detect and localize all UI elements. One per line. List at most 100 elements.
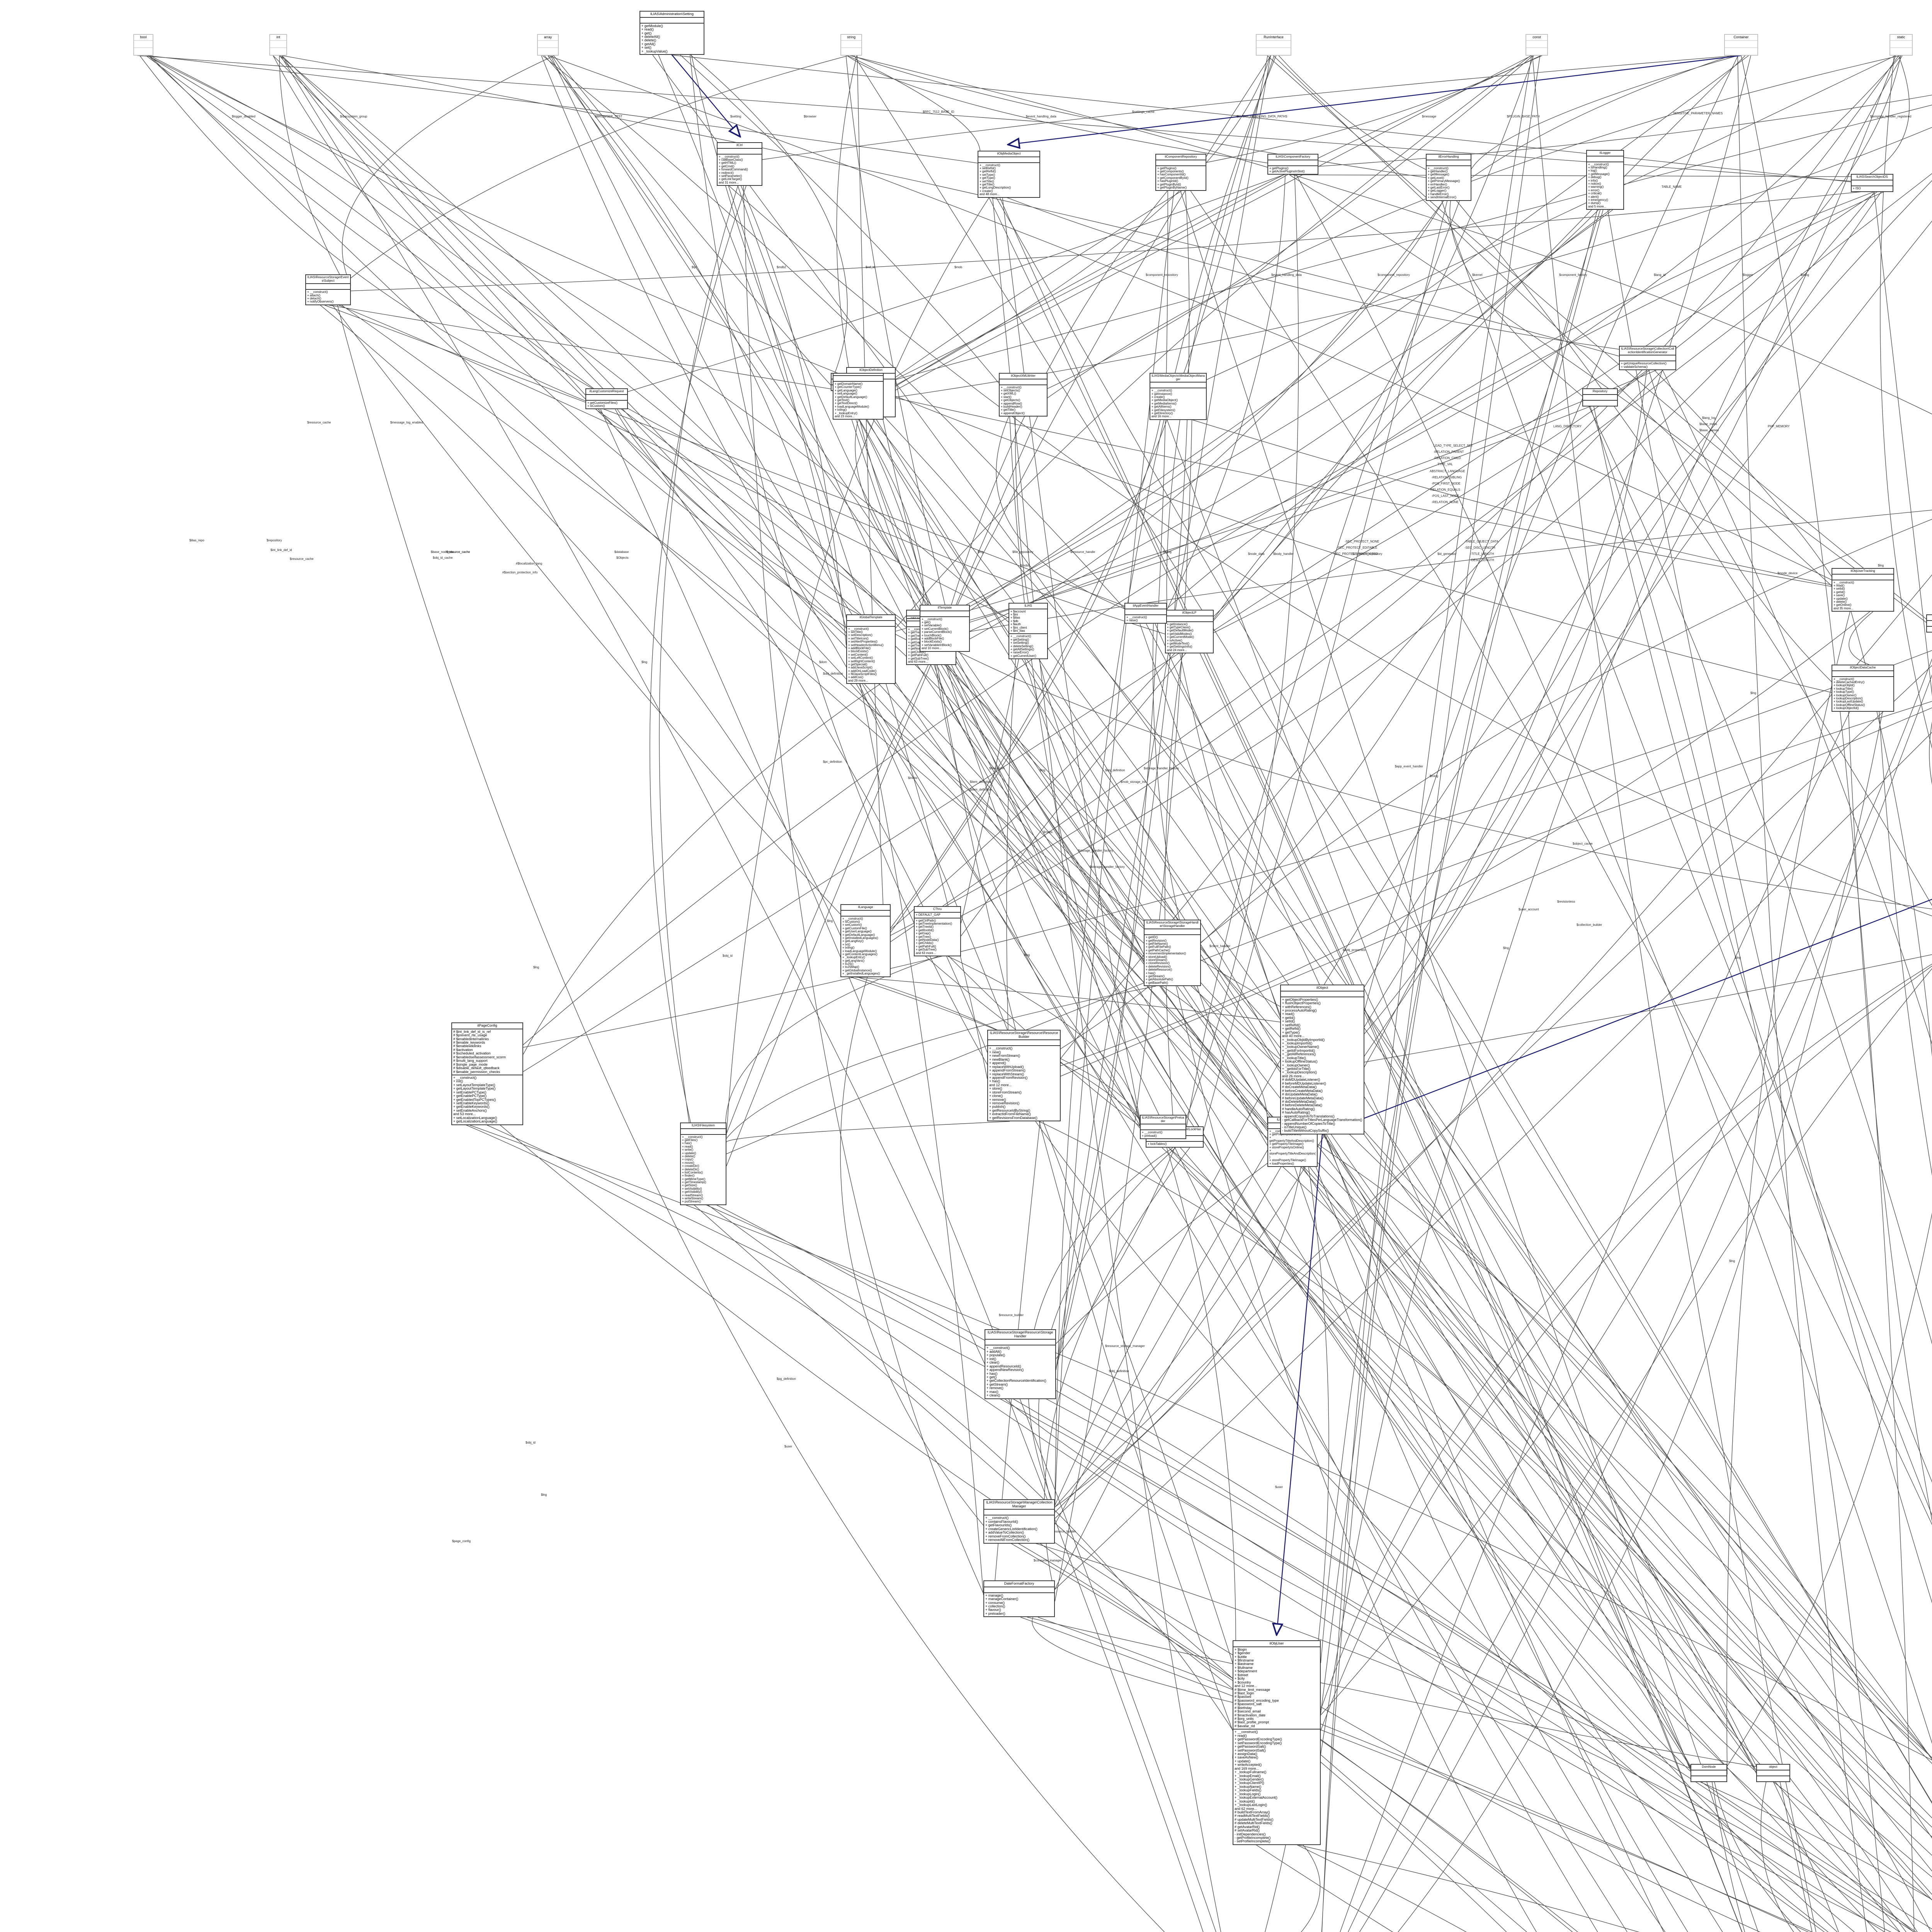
class-operations: + ISO [1852, 186, 1893, 191]
class-node-ilpageconfig[interactable]: ilPageConfig# $int_link_def_id_is_ref# $… [451, 1022, 523, 1125]
class-attribute: + $ilias [1010, 616, 1020, 620]
edge-label: $mode_device [1777, 571, 1798, 575]
edge-label: $obj_id [723, 954, 733, 957]
class-node-n_ilobjectdef[interactable]: + getDomainName()+ getCounterType()+ get… [833, 373, 884, 420]
class-node-ilias-filesystem[interactable]: ILIAS\Filesystem + __construct()+ getFile… [680, 1122, 726, 1205]
class-operation: + _getInstalledLanguages() [842, 972, 880, 976]
class-operation: + __construct() [1142, 1131, 1163, 1134]
class-operation: + manage() [985, 1593, 1003, 1597]
class-operation: + loadLanguageModule() [842, 949, 877, 953]
class-node-const[interactable]: const [1526, 34, 1548, 56]
class-operation: + _getIdsForTitle() [1282, 1067, 1311, 1071]
class-node-ilias-searchobjectds[interactable]: ILIAS\SearchObjectDS+ ISO [1851, 174, 1893, 192]
class-operation: + get() [986, 1375, 997, 1379]
class-operation: + txt() [842, 942, 850, 946]
class-node-container[interactable]: Container [1724, 34, 1758, 56]
class-node-ilobject[interactable]: ilObject+ getObjectProperties()+ flushOb… [1280, 985, 1364, 1134]
class-attribute: # $single_page_mode [453, 1062, 488, 1066]
class-node-cthru[interactable]: CThru+ DEFAULT_GAP+ getCtrlPath()+ getTr… [914, 906, 961, 956]
class-node-ilias-resourcestorage-events-subject[interactable]: ILIAS\ResourceStorage\Events\Subject+ __… [305, 274, 351, 305]
class-node-ilobjmediaobject[interactable]: ilObjMediaObject+ __construct()+ setRefI… [978, 151, 1040, 198]
class-node-ilctrl[interactable]: ilCtrl+ __construct()+ callBaseClass()+ … [717, 142, 762, 186]
class-node-ilias-componentfactory[interactable]: ILIAS\ComponentFactory+ getPlugins()+ ge… [1267, 154, 1318, 175]
class-node-ilias-resourcestorage-collection-collectionidentificationgenerator[interactable]: ILIAS\ResourceStorage\Collection\Collect… [1619, 346, 1676, 371]
class-node-illogger[interactable]: ilLogger+ __construct()+ isHandling()+ l… [1586, 150, 1624, 210]
class-node-dateformatfactory[interactable]: DateFormatFactory+ manage()+ manageConta… [983, 1580, 1055, 1617]
class-node-ilias-resourcestorage-storagehandler-storagehandler[interactable]: ILIAS\ResourceStorage\StorageHandler\Sto… [1144, 920, 1201, 986]
class-operation: and 63 more... [908, 660, 928, 663]
class-operation: + update() [682, 1151, 696, 1155]
class-node-ilappeventhandler[interactable]: ilAppEventHandler+ __construct()+ raise(… [1124, 603, 1167, 624]
class-name: ILIAS\Filesystem [681, 1123, 726, 1129]
class-node-ilias-administration-setting[interactable]: ILIAS\Administration\Setting+ getModule(… [639, 11, 704, 55]
class-operation: + setPasswordEncodingType() [1235, 1741, 1282, 1745]
class-operation: + getTitle() [980, 182, 995, 186]
edge-label: $logger_disabled [232, 115, 255, 118]
class-operation: # getAvatarRid() [1235, 1825, 1260, 1829]
class-attributes [586, 395, 627, 401]
class-operation: + getLinkTarget() [719, 177, 742, 181]
class-attribute: # $enable_permission_checks [453, 1070, 500, 1074]
class-node-ilobjusertracking[interactable]: ilObjUserTracking+ __construct()+ read()… [1832, 568, 1894, 612]
class-operation: + isCustom() [842, 920, 860, 924]
class-node-object[interactable]: object [1756, 1764, 1790, 1782]
class-operation: + appendFromStream() [989, 1068, 1026, 1073]
class-operation: + getEnablePCType() [453, 1094, 487, 1098]
class-operations: + __construct()+ getFiles()+ has()+ read… [681, 1135, 726, 1204]
class-name: ilObjectLP [1166, 611, 1213, 616]
class-operation: + toJS() [842, 962, 854, 966]
class-node-bool[interactable]: bool [133, 34, 153, 56]
class-node-ilias-resourcestorage-resource-resourcebuilder[interactable]: ILIAS\ResourceStorage\Resource\ResourceB… [987, 1030, 1061, 1122]
class-node-runinterface[interactable]: RunInterface [1256, 34, 1291, 56]
class-operation: # readMultiTextFields() [1235, 1814, 1270, 1818]
class-name: ilComponentRepository [1156, 155, 1206, 160]
class-operation: + setDescription() [848, 633, 872, 637]
class-node-repository[interactable]: Repository [1582, 388, 1618, 406]
edge-label: $mobs [908, 776, 918, 780]
class-operation: + isHandling() [1588, 166, 1607, 170]
class-node-ilias-resourcestorage-preloader[interactable]: ILIAS\ResourceStorage\Preloader+ __const… [1140, 1115, 1186, 1139]
class-operation: + __construct() [985, 1516, 1009, 1520]
edge-label: $tpl [692, 265, 697, 269]
class-operation: + populate() [986, 1353, 1005, 1357]
class-node-ilias-resourcestorage-manage-collectionmanager[interactable]: ILIAS\ResourceStorage\Manage\CollectionM… [983, 1499, 1055, 1544]
class-node-array[interactable]: array [537, 34, 559, 56]
class-node-ilias[interactable]: ILIAS+ $account+ $ini+ $ilias+ $db+ $aut… [1009, 603, 1048, 660]
class-name: ilObjUser [1927, 615, 1932, 621]
class-operation: and 29 more... [848, 679, 868, 682]
class-node-string[interactable]: string [840, 34, 862, 56]
class-operation: + __construct() [986, 1346, 1010, 1350]
class-node-illangcustomizerequest[interactable]: ilLangCustomizeRequest+ getCustomizeFile… [585, 388, 628, 410]
class-name: ILIAS\ResourceStorage\Collection\Collect… [1620, 347, 1675, 356]
class-node-int[interactable]: int [269, 34, 287, 56]
class-name: ilGlobalTemplate [847, 615, 895, 621]
class-name: ILIAS\ResourceStorage\Manage\CollectionM… [984, 1500, 1054, 1510]
class-operation: # beforeMDUpdateListener() [1282, 1081, 1327, 1085]
class-node-ilobjectdatacache[interactable]: ilObjectDataCache+ __construct()+ delete… [1832, 665, 1894, 712]
class-node-ilobjuser[interactable]: ilObjUser+ $login+ $gender+ $utitle+ $fi… [1233, 1640, 1321, 1845]
class-operation: + flushObjectProperties() [1282, 1001, 1321, 1005]
class-name: Container [1725, 35, 1757, 41]
class-name: array [538, 35, 558, 41]
class-operation: + update() [1235, 1759, 1251, 1763]
class-node-ilobjectlp[interactable]: ilObjectLP+ getInstance()+ getTypeClass(… [1165, 610, 1214, 654]
edge-label: $node_data [1248, 552, 1265, 556]
class-node-iltemplate[interactable]: ilTemplate+ __construct()+ get()+ setVar… [920, 605, 970, 652]
class-operations [270, 48, 286, 55]
class-node-static[interactable]: static [1889, 34, 1913, 56]
class-node-ilerrorhandling[interactable]: ilErrorHandling+ __construct()+ getHandl… [1426, 154, 1471, 201]
class-node-ilobjuser[interactable]: ilObjUser [1926, 614, 1932, 633]
edge-label: $database [614, 550, 629, 554]
class-operation: + write() [682, 1148, 694, 1152]
class-node-ilcomponentrepository[interactable]: ilComponentRepository+ getPlugins()+ get… [1155, 154, 1206, 191]
class-node-ilobjectxmlwriter[interactable]: ilObjectXMLWriter+ __construct()+ setObj… [999, 373, 1048, 417]
class-node-ilglobaltemplate[interactable]: ilGlobalTemplate+ __construct()+ setTitl… [846, 614, 896, 684]
class-operation: + getAllSettings() [1010, 647, 1034, 651]
class-node-ilias-mediaobjects-mediaobjectmanager[interactable]: ILIAS\MediaObjects\MediaObjectManager+ _… [1150, 373, 1207, 420]
class-node-illanguage[interactable]: ilLanguage+ __construct()+ isCustom()+ s… [840, 904, 891, 977]
class-node-domnode[interactable]: DomNode [1690, 1764, 1727, 1782]
class-operation: + getId() [1833, 590, 1845, 594]
class-operation: + parseCurrentBlock() [922, 630, 952, 634]
class-operation: + getType() [980, 176, 995, 180]
class-node-ilias-resourcestorage-resource-storagehandler[interactable]: ILIAS\ResourceStorage\Resource\StorageHa… [985, 1329, 1056, 1399]
